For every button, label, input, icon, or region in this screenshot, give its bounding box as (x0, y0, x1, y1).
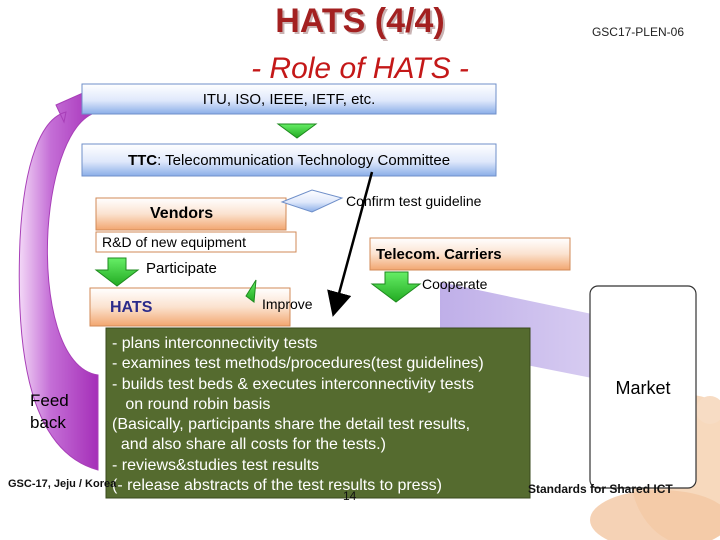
carriers-label: Telecom. Carriers (376, 246, 502, 263)
confirm-guideline-label: Confirm test guideline (346, 193, 482, 209)
down-arrow-to-ttc (276, 123, 318, 139)
market-label: Market (615, 378, 671, 398)
hats-label: HATS (110, 299, 153, 316)
vendors-box (95, 197, 287, 231)
cooperate-arrow (370, 271, 422, 303)
ttc-box (81, 143, 497, 177)
role-line: on round robin basis (112, 395, 271, 413)
slide-title: HATS (4/4) (275, 2, 445, 40)
improve-arrow (245, 279, 257, 303)
participate-label: Participate (146, 260, 217, 277)
improve-label: Improve (262, 296, 313, 312)
cooperate-label: Cooperate (422, 276, 488, 292)
ttc-full-name: : Telecommunication Technology Committee (157, 152, 451, 169)
vendors-label: Vendors (150, 205, 214, 222)
document-id: GSC17-PLEN-06 (591, 25, 684, 39)
standards-bodies-box (81, 83, 497, 115)
hats-roles-box (105, 327, 531, 499)
page-number: 14 (343, 489, 357, 503)
market-box (589, 285, 697, 489)
feedback-label-line2: back (30, 413, 66, 432)
standards-bodies-label: ITU, ISO, IEEE, IETF, etc. (202, 91, 376, 108)
role-line: (- release abstracts of the test results… (112, 477, 442, 495)
ttc-abbr: TTC (127, 152, 158, 169)
role-line: - examines test methods/procedures(test … (112, 355, 484, 373)
role-line: (Basically, participants share the detai… (112, 416, 471, 434)
carriers-box (369, 237, 571, 271)
confirm-guideline-arrow (327, 171, 374, 317)
hats-roles-list: - plans interconnectivity tests - examin… (112, 334, 528, 496)
role-line: and also share all costs for the tests.) (112, 436, 386, 454)
rnd-box (95, 231, 297, 253)
footer-meeting: GSC-17, Jeju / Korea (8, 478, 117, 490)
participate-arrow (94, 257, 140, 287)
rnd-label: R&D of new equipment (102, 234, 246, 250)
slide-subtitle: - Role of HATS - (251, 52, 469, 85)
ttc-to-vendors-arrow (280, 189, 344, 213)
footer-brand: Standards for Shared ICT (528, 482, 673, 496)
feedback-label: Feed back (30, 390, 69, 434)
role-line: - plans interconnectivity tests (112, 335, 318, 352)
hats-box (89, 287, 291, 327)
role-line: - reviews&studies test results (112, 456, 320, 474)
feedback-label-line1: Feed (30, 391, 69, 410)
ttc-label: TTC: Telecommunication Technology Commit… (82, 152, 496, 169)
role-line: - builds test beds & executes interconne… (112, 375, 474, 393)
